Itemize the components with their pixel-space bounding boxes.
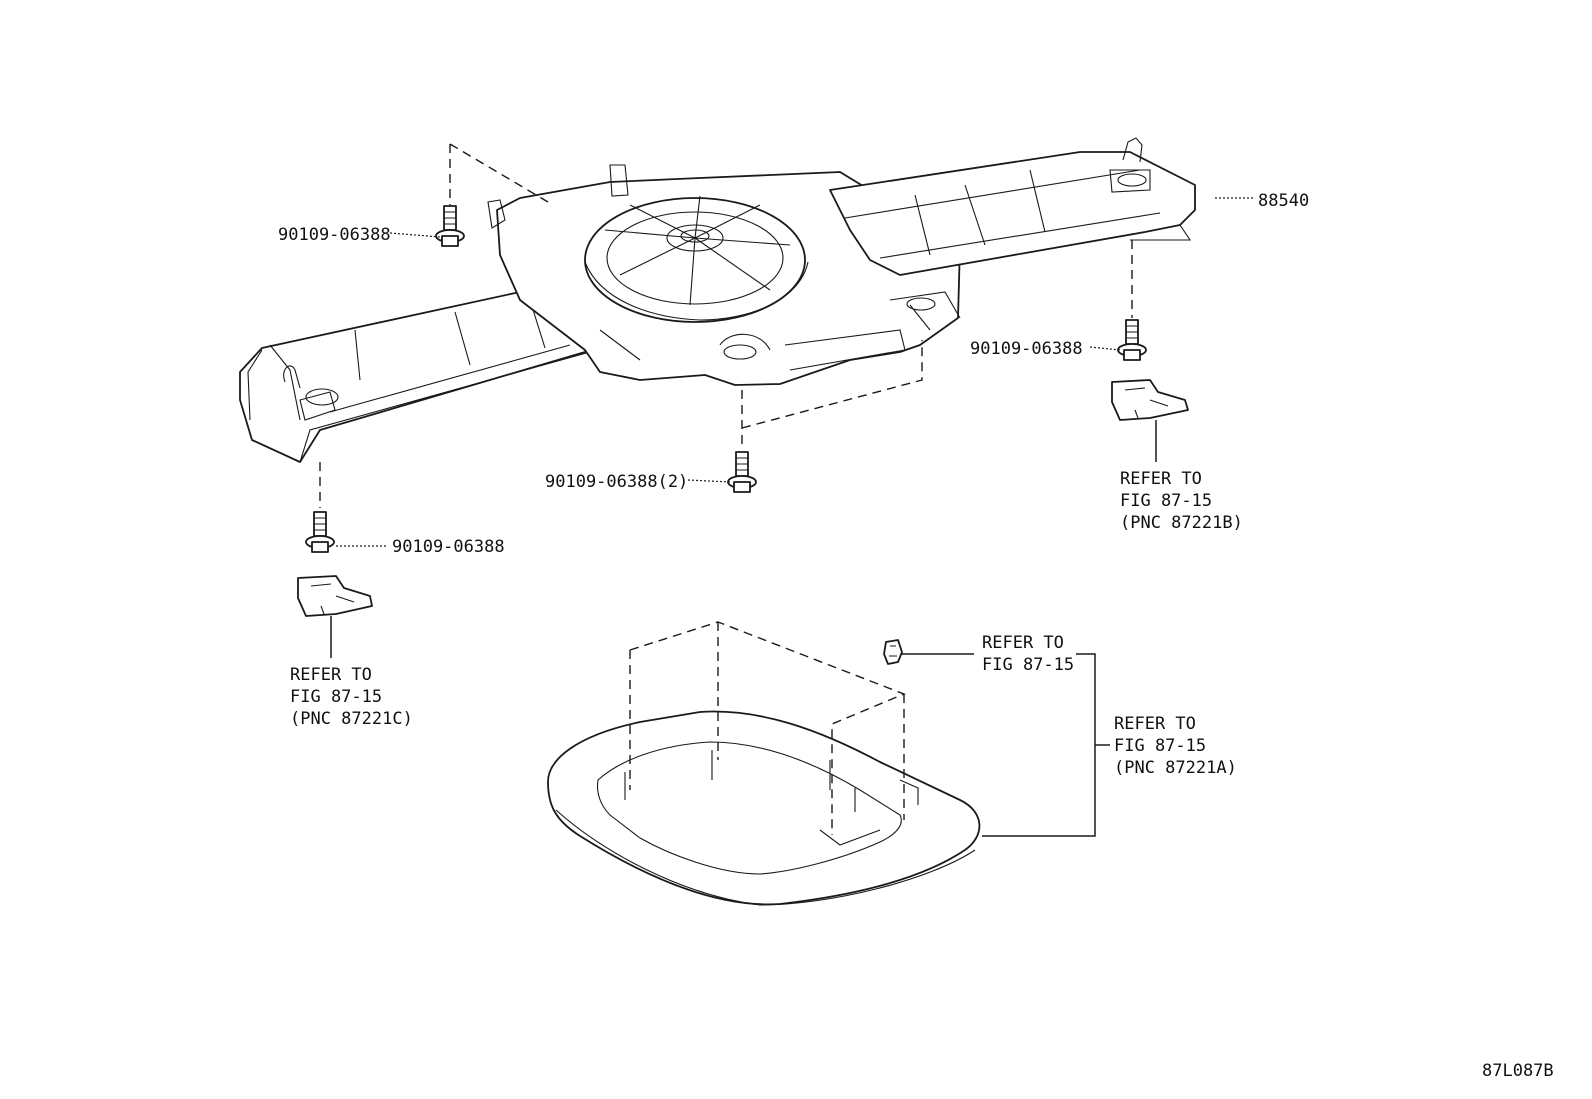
- clip-left-icon: [297, 575, 373, 617]
- svg-text:FIG 87-15: FIG 87-15: [1114, 736, 1206, 756]
- bolt-top-left-label: 90109-06388: [278, 225, 391, 245]
- bolt-center-label: 90109-06388(2): [545, 472, 688, 492]
- bolt-left-icon: [305, 511, 335, 553]
- svg-text:FIG 87-15: FIG 87-15: [1120, 491, 1212, 511]
- svg-text:FIG 87-15: FIG 87-15: [982, 655, 1074, 675]
- assembly-dash-lines: [319, 143, 1133, 508]
- bolt-right-icon: [1117, 319, 1147, 361]
- duct-fan-assembly: [239, 137, 1196, 463]
- svg-text:REFER TO: REFER TO: [1114, 714, 1196, 734]
- svg-text:(PNC 87221C): (PNC 87221C): [290, 709, 413, 729]
- svg-text:REFER TO: REFER TO: [1120, 469, 1202, 489]
- svg-text:(PNC 87221A): (PNC 87221A): [1114, 758, 1237, 778]
- ref-bezel-clip: REFER TO FIG 87-15: [982, 633, 1074, 675]
- bolt-top-left-icon: [435, 205, 465, 247]
- bolt-right-label: 90109-06388: [970, 339, 1083, 359]
- bolt-center-icon: [727, 451, 757, 493]
- clip-right-icon: [1111, 379, 1189, 421]
- svg-text:FIG 87-15: FIG 87-15: [290, 687, 382, 707]
- bezel-dash-lines: [629, 621, 906, 835]
- bolt-left-label: 90109-06388: [392, 537, 505, 557]
- ref-right-clip: REFER TO FIG 87-15 (PNC 87221B): [1120, 469, 1243, 533]
- bezel-frame: [547, 710, 981, 906]
- bezel-clip-icon: [883, 639, 903, 665]
- svg-text:REFER TO: REFER TO: [290, 665, 372, 685]
- ref-left-clip: REFER TO FIG 87-15 (PNC 87221C): [290, 665, 413, 729]
- svg-text:(PNC 87221B): (PNC 87221B): [1120, 513, 1243, 533]
- part-88540-label: 88540: [1258, 191, 1309, 211]
- ref-bezel: REFER TO FIG 87-15 (PNC 87221A): [1114, 714, 1237, 778]
- figure-code: 87L087B: [1482, 1061, 1554, 1081]
- svg-text:REFER TO: REFER TO: [982, 633, 1064, 653]
